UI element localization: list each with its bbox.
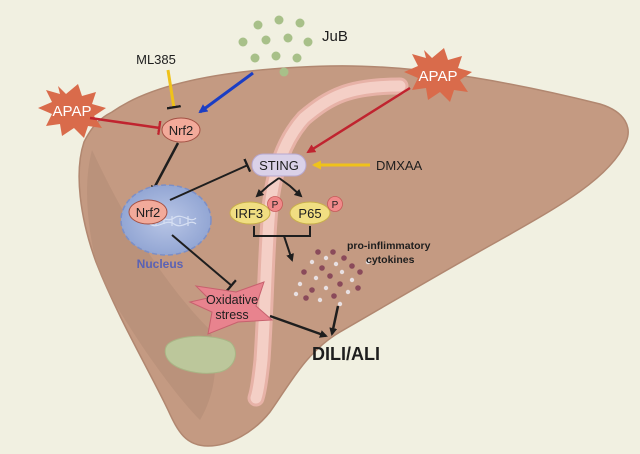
oxidative-label-line1: Oxidative — [206, 293, 258, 307]
apap-left-inhibit-line — [89, 116, 162, 135]
dmxaa-label: DMXAA — [376, 158, 423, 173]
nucleus-label: Nucleus — [137, 257, 184, 271]
oxidative-stress-node: Oxidative stress — [188, 281, 274, 335]
jub-compound-dots — [238, 15, 313, 77]
apap-right-burst: APAP — [404, 48, 472, 102]
nrf2-inhibit-sting-line — [169, 158, 252, 201]
sting-to-p65-arrow — [278, 177, 303, 198]
cytokines-label-line1: pro-inflimmatory — [347, 240, 431, 252]
ml385-label: ML385 — [136, 52, 176, 67]
irf3-label: IRF3 — [235, 206, 263, 221]
nucleus: Nrf2 Nucleus — [120, 184, 212, 271]
p65-label: P65 — [298, 206, 321, 221]
oxidative-label-line2: stress — [215, 308, 248, 322]
outcome-label: DILI/ALI — [312, 344, 380, 364]
jub-activation-arrow — [198, 71, 254, 114]
cytokines-to-dili-arrow — [329, 305, 340, 336]
jub-label: JuB — [322, 28, 348, 45]
nrf2-top-label: Nrf2 — [169, 123, 194, 138]
apap-left-burst: APAP — [38, 84, 106, 138]
apap-left-label: APAP — [53, 103, 92, 120]
cytokines-cluster — [293, 249, 371, 307]
apap-right-label: APAP — [419, 68, 458, 85]
nrf2-nucleus-label: Nrf2 — [136, 205, 161, 220]
p65-phospho-label: P — [332, 200, 339, 211]
sting-node: STING — [251, 153, 307, 177]
nrf2-inhibit-oxidative-line — [171, 234, 237, 292]
irf3-node: IRF3 P — [229, 196, 283, 225]
gallbladder — [164, 335, 236, 374]
apap-right-activation-arrow — [306, 86, 411, 154]
nrf2-cytoplasm-node: Nrf2 — [161, 117, 201, 143]
p65-phospho-badge — [327, 196, 343, 212]
p65-node: P65 P — [289, 196, 343, 225]
ml385-inhibit-line — [166, 69, 181, 110]
oxidative-to-dili-arrow — [269, 314, 328, 338]
bracket-to-cytokines-arrow — [283, 235, 294, 262]
sting-to-irf3-arrow — [255, 177, 280, 198]
nrf2-nucleus-node — [128, 199, 168, 225]
nrf2-translocation-arrow — [150, 142, 180, 194]
irf3-phospho-badge — [267, 196, 283, 212]
cytokines-label-line2: cytokines — [366, 254, 415, 266]
irf3-p65-bracket — [253, 226, 311, 237]
irf3-phospho-label: P — [272, 200, 279, 211]
sting-label: STING — [259, 158, 299, 173]
